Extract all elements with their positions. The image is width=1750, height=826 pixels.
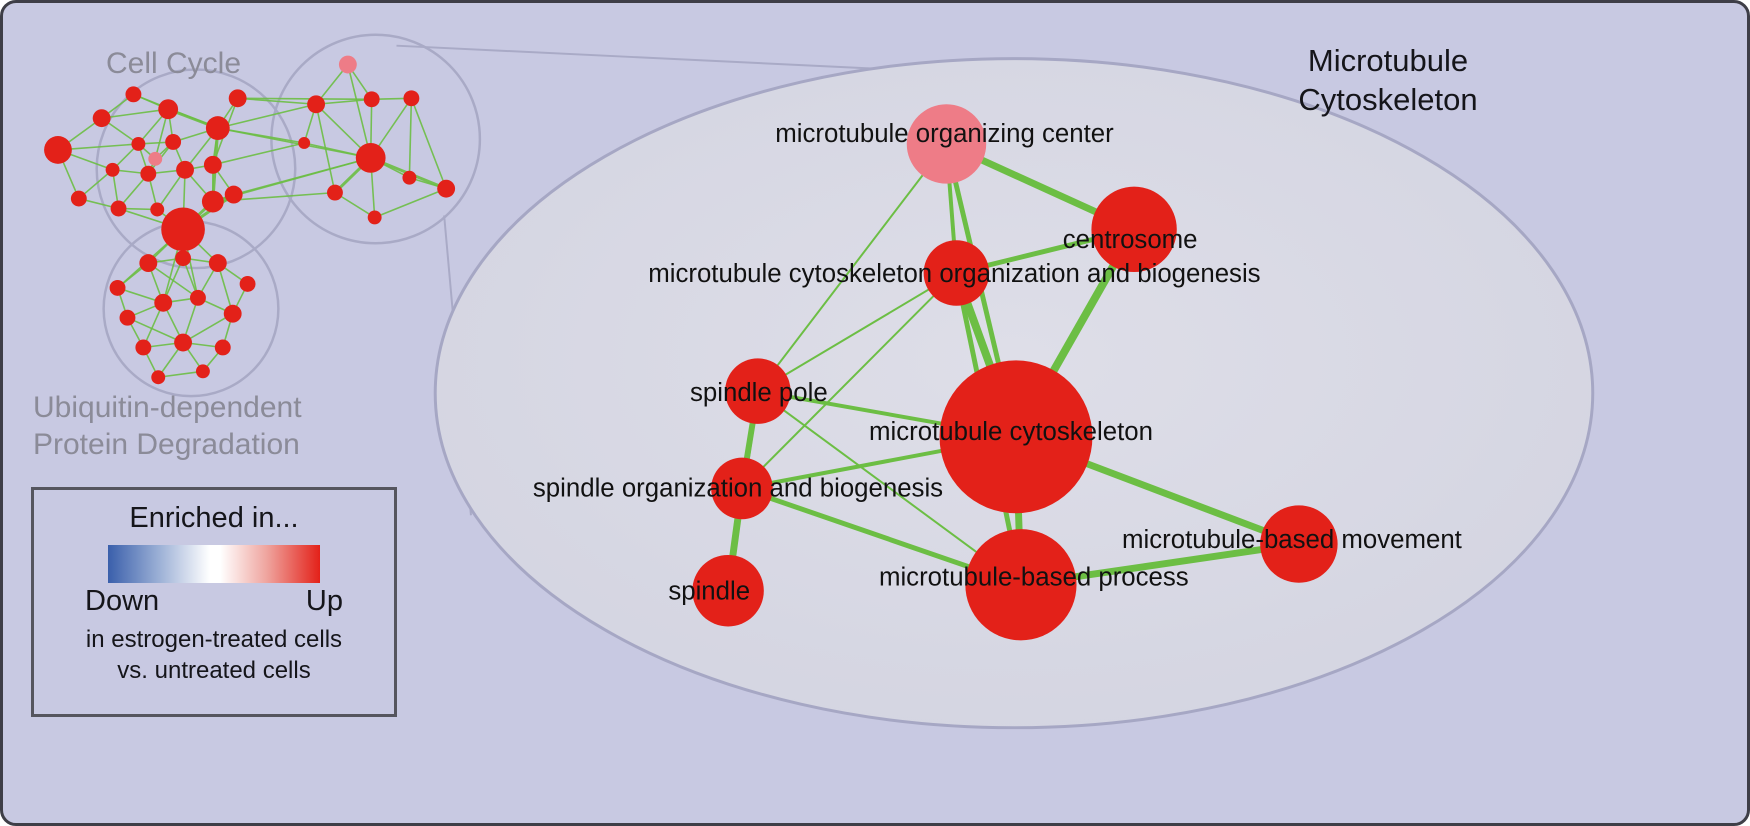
overview-node — [135, 339, 152, 356]
microtubule-cytoskeleton-title: Microtubule Cytoskeleton — [1271, 41, 1505, 119]
cluster-outline-cell-cycle — [95, 68, 297, 270]
overview-edge — [410, 98, 447, 189]
node-spindle_pole — [725, 358, 791, 424]
legend-caption-line2: vs. untreated cells — [117, 657, 311, 684]
overview-node — [228, 89, 247, 108]
ubiquitin-cluster-label: Ubiquitin-dependent Protein Degradation — [33, 389, 302, 463]
overview-node — [150, 202, 165, 217]
node-label-spindle_org: spindle organization and biogenesis — [533, 474, 943, 502]
cell-cycle-cluster-label: Cell Cycle — [106, 47, 242, 80]
node-label-mco: microtubule cytoskeleton organization an… — [648, 260, 1260, 288]
overview-edge — [158, 370, 204, 379]
overview-node — [214, 339, 231, 356]
overview-node — [327, 184, 343, 201]
node-label-spindle_pole: spindle pole — [690, 379, 828, 407]
edge-mco-spindle_pole — [757, 272, 957, 393]
node-mco — [923, 240, 990, 306]
overview-node — [119, 309, 136, 326]
overview-node — [158, 99, 179, 120]
overview-edge — [237, 97, 317, 106]
overview-node — [307, 95, 326, 114]
overview-node — [109, 279, 126, 296]
overview-node — [174, 333, 192, 352]
node-label-mt_move: microtubule-based movement — [1122, 526, 1462, 554]
overview-node — [224, 185, 243, 204]
legend-title: Enriched in... — [129, 502, 299, 534]
ubiquitin-cluster-label-line2: Protein Degradation — [33, 428, 300, 461]
overview-node — [139, 254, 158, 273]
overview-node — [154, 293, 173, 312]
overview-node — [208, 254, 227, 273]
overview-node — [175, 250, 192, 267]
overview-edge — [182, 313, 234, 344]
ubiquitin-cluster-label-line1: Ubiquitin-dependent — [33, 391, 302, 424]
edge-mco-spindle_org — [741, 272, 958, 490]
overview-node — [140, 165, 157, 182]
node-label-mt_cyto: microtubule cytoskeleton — [869, 418, 1153, 446]
overview-node — [92, 109, 111, 128]
microtubule-cytoskeleton-title-line2: Cytoskeleton — [1298, 82, 1478, 117]
node-label-mt_proc: microtubule-based process — [879, 564, 1189, 592]
overview-edge — [374, 187, 447, 219]
overview-node — [239, 276, 256, 292]
overview-edge — [408, 98, 413, 178]
overview-node — [298, 137, 311, 149]
node-mt_cyto — [939, 360, 1093, 514]
edge-mtoc-spindle_pole — [757, 143, 948, 392]
overview-node — [44, 136, 72, 164]
overview-node — [201, 190, 224, 213]
overview-edge — [127, 316, 184, 344]
node-spindle — [692, 554, 764, 627]
overview-node — [205, 116, 230, 140]
overview-node — [125, 86, 142, 103]
overview-node — [161, 207, 205, 252]
overview-edge — [101, 108, 169, 119]
node-mt_move — [1260, 505, 1338, 583]
node-centrosome — [1091, 186, 1177, 273]
node-label-centrosome: centrosome — [1063, 226, 1198, 254]
overview-node — [70, 190, 87, 207]
overview-node — [105, 162, 120, 177]
microtubule-cytoskeleton-title-line1: Microtubule — [1307, 43, 1469, 78]
overview-node — [355, 142, 386, 173]
overview-edge — [217, 127, 305, 144]
node-mtoc — [906, 104, 987, 184]
node-spindle_org — [711, 457, 773, 520]
overview-node — [176, 160, 194, 179]
overview-node — [402, 170, 417, 185]
overview-node — [363, 91, 380, 108]
legend-caption-line1: in estrogen-treated cells — [85, 626, 343, 653]
overview-node — [367, 210, 382, 225]
node-label-spindle: spindle — [668, 578, 750, 606]
overview-node — [203, 155, 222, 174]
legend-up-label: Up — [305, 585, 343, 617]
overview-node — [131, 137, 146, 151]
overview-node — [151, 370, 166, 385]
overview-node — [195, 364, 210, 379]
overview-edge — [237, 97, 372, 101]
legend-endpoint-labels: Down Up — [85, 585, 343, 618]
overview-edge — [347, 64, 372, 159]
node-label-mtoc: microtubule organizing center — [775, 120, 1114, 148]
overview-edge — [217, 103, 317, 129]
overview-edge — [316, 98, 372, 106]
overview-node — [148, 151, 163, 166]
node-mt_proc — [965, 529, 1077, 641]
overview-edge — [212, 142, 305, 166]
legend-box: Enriched in... Down Up in estrogen-treat… — [31, 487, 397, 717]
overview-node — [403, 90, 420, 107]
overview-node — [110, 200, 127, 217]
overview-node — [190, 289, 206, 306]
legend-gradient-bar — [108, 545, 320, 583]
magnifier-line — [396, 44, 873, 70]
overview-node — [223, 304, 242, 323]
overview-node — [165, 134, 182, 150]
legend-caption: in estrogen-treated cells vs. untreated … — [34, 624, 394, 686]
overview-node — [338, 55, 357, 74]
overview-node — [437, 179, 456, 198]
network-canvas: microtubule organizing center centrosome m… — [44, 33, 1595, 730]
legend-down-label: Down — [85, 585, 160, 617]
